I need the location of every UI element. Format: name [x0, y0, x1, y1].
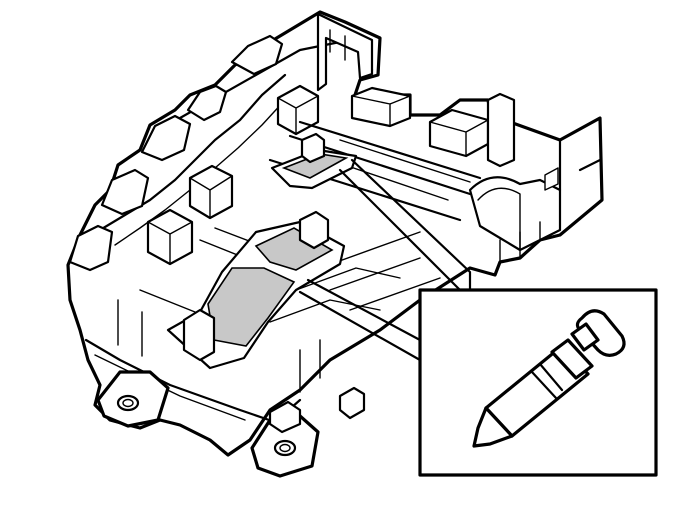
rear-tower-detail — [329, 29, 346, 61]
applicator-barrel-band — [530, 362, 564, 400]
applicator-plunger-cap — [575, 309, 626, 357]
applicator-plunger-rod — [570, 322, 600, 352]
right-wall — [558, 116, 602, 192]
bottom-wall-ribs — [117, 299, 321, 393]
rear-slot-1-inner — [351, 95, 411, 127]
left-lug-4 — [186, 84, 228, 122]
callout-line-lower — [298, 290, 422, 362]
mounting-hole-left-inner — [122, 398, 134, 408]
cavity-mid-inner — [189, 175, 233, 219]
lower-pad-guide — [269, 267, 401, 323]
callout-line-upper-2 — [350, 158, 472, 292]
rear-post — [486, 92, 516, 168]
front-clip-left — [268, 400, 302, 434]
callout-lines — [298, 158, 472, 362]
rear-slot-2 — [428, 108, 490, 158]
rear-tower — [316, 12, 374, 92]
callout-line-lower-2 — [306, 278, 422, 342]
callout-line-upper — [338, 168, 462, 292]
cavity-lower-inner — [147, 221, 193, 265]
applicator-nozzle-tip — [472, 426, 492, 448]
right-wall-slot — [544, 167, 559, 191]
rear-slot-2-inner — [429, 119, 489, 157]
cavity-upper — [276, 84, 320, 136]
rear-slot-1 — [350, 86, 412, 128]
top-lug — [230, 34, 284, 76]
right-wall-detail — [499, 221, 541, 263]
cavity-upper-inner — [277, 95, 319, 135]
lower-contact-pad-left — [207, 267, 296, 347]
right-end-channel — [468, 176, 562, 252]
right-end-channel-curve — [477, 187, 521, 251]
mounting-hole-right-inner — [279, 443, 291, 453]
upper-pad-tab — [300, 132, 326, 164]
mounting-feet — [96, 370, 366, 478]
highlighted-areas — [166, 132, 401, 370]
lower-contact-pad-right — [254, 227, 334, 271]
cavity-mid — [188, 164, 234, 220]
left-lug-3 — [140, 114, 192, 162]
sealant-applicator-icon — [472, 309, 626, 448]
lower-pad-tab-right — [298, 210, 330, 250]
lower-pad-tab-left — [182, 308, 216, 362]
detail-inset — [418, 288, 658, 477]
applicator-barrel-collar — [550, 338, 594, 380]
front-clip-right — [338, 386, 366, 420]
left-lug-2 — [100, 168, 150, 216]
left-lug-1 — [68, 224, 114, 272]
